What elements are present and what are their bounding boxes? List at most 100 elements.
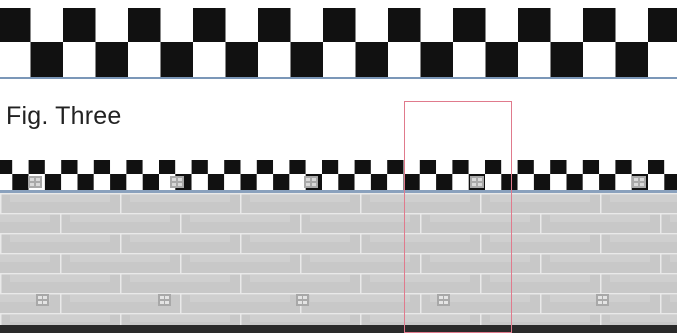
small-window-icon <box>596 294 609 306</box>
small-checker-light <box>387 174 403 190</box>
checker-square-light <box>31 8 64 42</box>
small-checker-dark <box>583 160 599 174</box>
checker-band-edge <box>0 190 677 193</box>
small-checker-light <box>550 174 566 190</box>
brick-highlight <box>250 275 350 282</box>
small-checker-light <box>289 174 305 190</box>
small-checker-light <box>241 160 257 174</box>
brick-mortar-joint <box>540 213 542 233</box>
brick-highlight <box>610 315 677 322</box>
brick-highlight <box>190 255 290 262</box>
small-checker-light <box>306 160 322 174</box>
small-checker-dark <box>452 160 468 174</box>
small-checker-light <box>632 160 648 174</box>
small-checker-dark <box>355 160 371 174</box>
small-checker-dark <box>567 174 583 190</box>
checker-square-dark <box>161 42 194 77</box>
small-checker-light <box>0 174 12 190</box>
small-checker-dark <box>387 160 403 174</box>
checker-square-light <box>258 42 291 77</box>
checker-square-dark <box>518 8 551 42</box>
checker-square-light <box>291 8 324 42</box>
small-checker-dark <box>322 160 338 174</box>
checker-window-pane <box>312 183 316 186</box>
checker-square-light <box>421 8 454 42</box>
brick-mortar-joint <box>120 233 122 253</box>
checker-window-tile <box>170 176 184 188</box>
checker-window-pane <box>634 183 638 186</box>
small-checker-dark <box>436 174 452 190</box>
brick-mortar-joint <box>240 193 242 213</box>
brick-mortar-joint <box>600 233 602 253</box>
brick-mortar-joint <box>0 193 2 213</box>
checker-square-dark <box>63 8 96 42</box>
small-checker-light <box>257 174 273 190</box>
checker-square-dark <box>551 42 584 77</box>
brick-highlight <box>130 235 230 242</box>
checker-strip-bar <box>0 77 677 79</box>
small-window-pane <box>38 296 42 299</box>
small-checker-dark <box>518 160 534 174</box>
checker-window-pane <box>178 183 182 186</box>
small-checker-light <box>664 160 677 174</box>
small-checker-dark <box>159 160 175 174</box>
checker-square-dark <box>291 42 324 77</box>
brick-highlight <box>430 255 530 262</box>
brick-highlight <box>370 195 470 202</box>
small-checker-light <box>567 160 583 174</box>
small-window-pane <box>598 301 602 304</box>
checker-square-dark <box>486 42 519 77</box>
checker-square-dark <box>616 42 649 77</box>
small-checker-light <box>355 174 371 190</box>
checker-window-pane <box>172 178 176 181</box>
small-checker-dark <box>289 160 305 174</box>
small-window-pane <box>38 301 42 304</box>
brick-highlight <box>190 215 290 222</box>
small-checker-dark <box>0 160 12 174</box>
checker-square-light <box>226 8 259 42</box>
brick-highlight <box>10 235 110 242</box>
checker-window-pane <box>478 183 482 186</box>
small-checker-dark <box>273 174 289 190</box>
small-checker-light <box>12 160 28 174</box>
checker-strip-top-svg <box>0 0 677 80</box>
brick-mortar-joint <box>360 233 362 253</box>
small-window-pane <box>598 296 602 299</box>
brick-mortar-joint <box>300 253 302 273</box>
checker-square-dark <box>388 8 421 42</box>
small-checker-light <box>615 174 631 190</box>
small-checker-light <box>338 160 354 174</box>
small-checker-light <box>273 160 289 174</box>
brick-highlight <box>10 275 110 282</box>
small-checker-light <box>599 160 615 174</box>
small-checker-light <box>224 174 240 190</box>
small-checker-dark <box>615 160 631 174</box>
small-checker-dark <box>338 174 354 190</box>
checker-window-pane <box>640 183 644 186</box>
checker-square-dark <box>323 8 356 42</box>
brick-mortar-line <box>0 213 677 215</box>
brick-mortar-line <box>0 313 677 315</box>
small-window-icon <box>36 294 49 306</box>
brick-mortar-joint <box>120 273 122 293</box>
checker-square-light <box>63 42 96 77</box>
brick-mortar-joint <box>360 193 362 213</box>
small-checker-dark <box>501 174 517 190</box>
brick-highlight <box>0 215 50 222</box>
small-checker-dark <box>485 160 501 174</box>
dark-floor <box>0 325 677 333</box>
brick-highlight <box>0 255 50 262</box>
small-checker-dark <box>29 160 45 174</box>
small-checker-dark <box>45 174 61 190</box>
small-window-pane <box>43 301 47 304</box>
checker-window-pane <box>640 178 644 181</box>
brick-highlight <box>670 255 677 262</box>
small-checker-light <box>501 160 517 174</box>
small-checker-light <box>110 160 126 174</box>
checker-square-light <box>453 42 486 77</box>
brick-mortar-joint <box>660 213 662 233</box>
checker-window-pane <box>172 183 176 186</box>
brick-highlight <box>70 215 170 222</box>
small-checker-light <box>126 174 142 190</box>
checker-window-pane <box>472 178 476 181</box>
